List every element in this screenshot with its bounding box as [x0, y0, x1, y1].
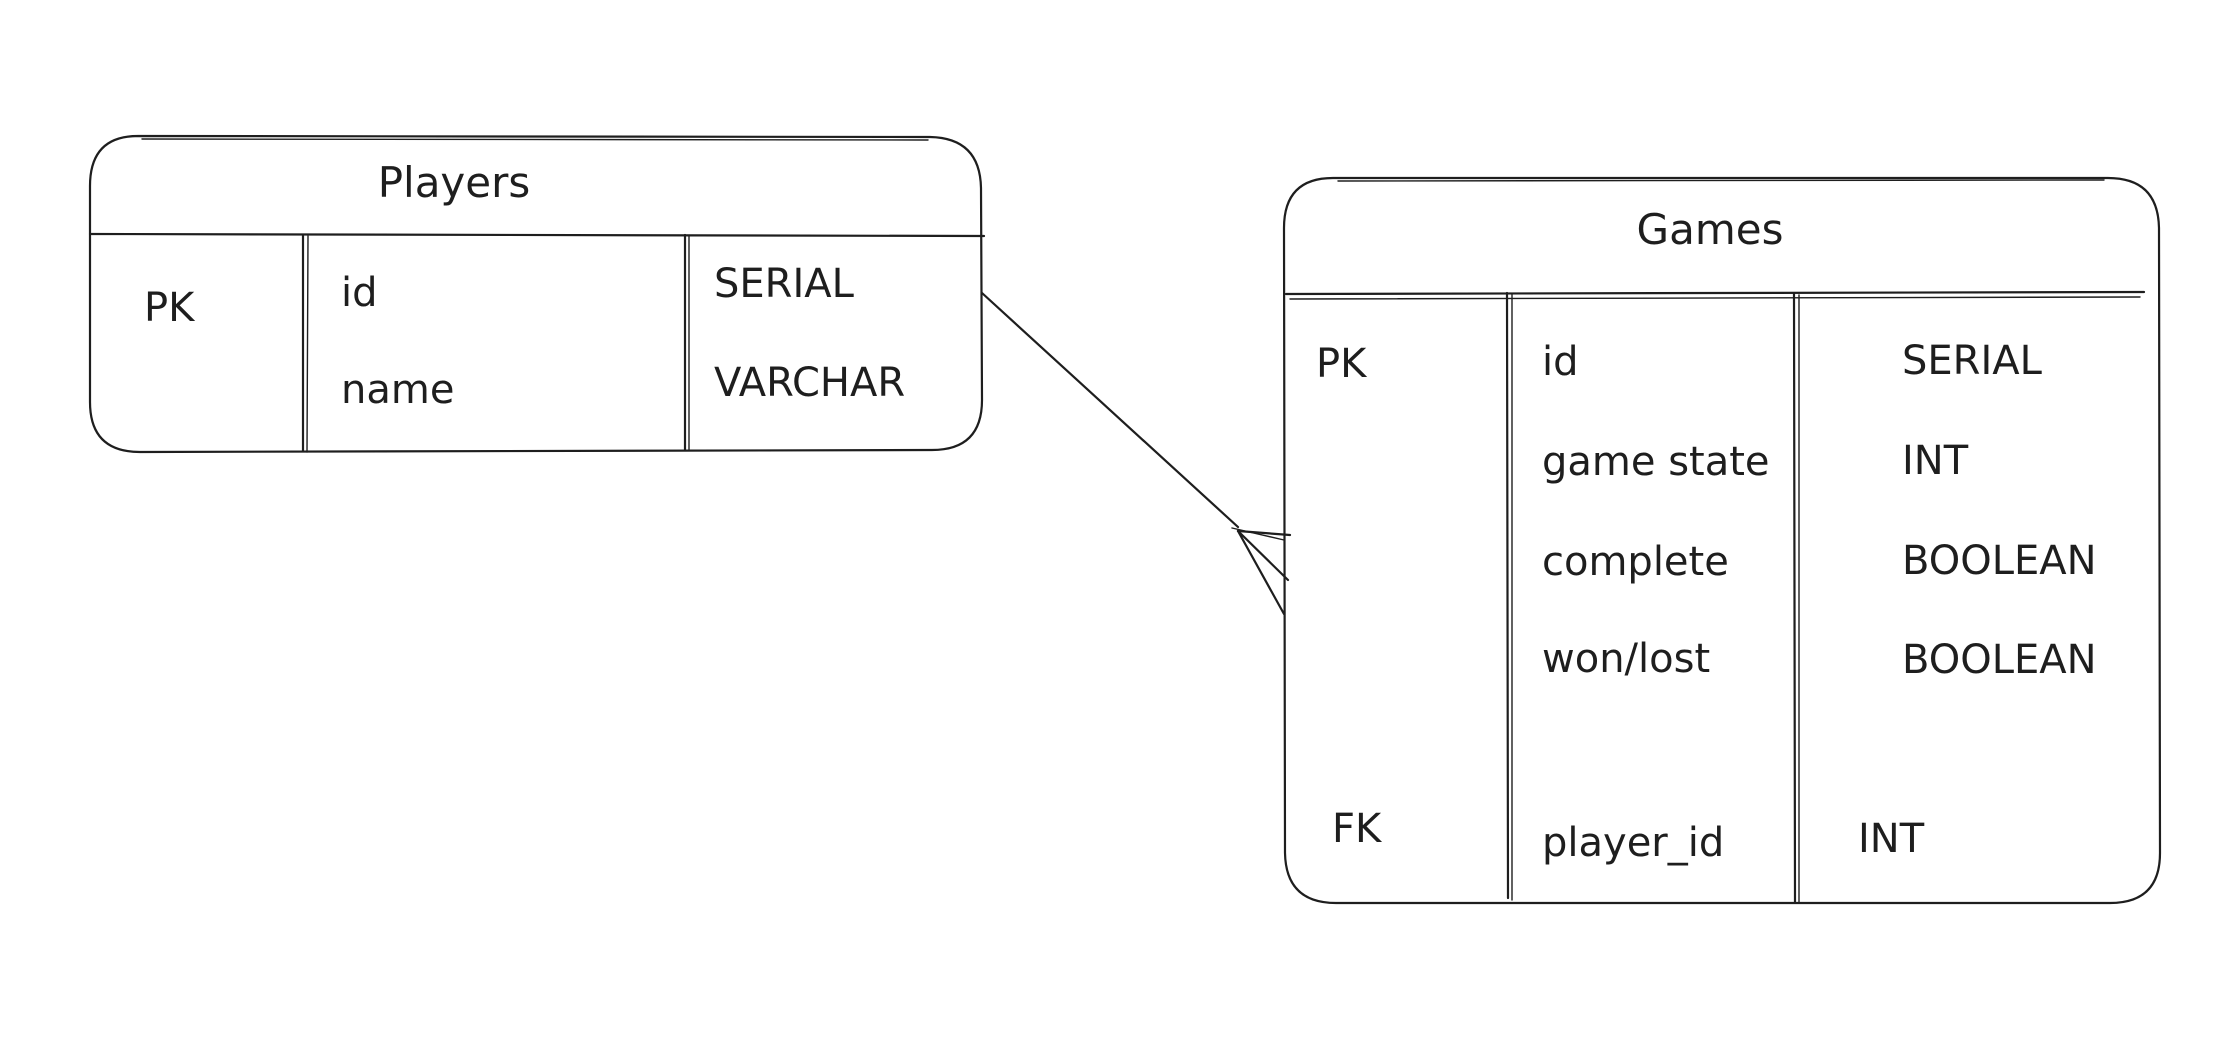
crows-foot-mid: [1236, 529, 1290, 582]
players-field-name: name: [341, 367, 454, 413]
games-header-divider: [1284, 290, 2146, 296]
players-title: Players: [378, 158, 531, 207]
games-field-id: id: [1542, 339, 1579, 385]
games-field-player-id: player_id: [1542, 820, 1724, 866]
games-type-game-state: INT: [1902, 438, 1969, 484]
games-field-complete: complete: [1542, 539, 1729, 585]
players-table-border: [88, 134, 984, 454]
games-type-won-lost: BOOLEAN: [1902, 637, 2097, 683]
games-column-divider-1: [1505, 291, 1510, 900]
games-column-divider-2: [1792, 292, 1797, 904]
players-type-name: VARCHAR: [714, 360, 905, 406]
games-type-player-id: INT: [1858, 816, 1925, 862]
players-column-divider-1b: [306, 235, 309, 453]
players-table-border-sketch: [141, 138, 929, 141]
games-fk-label: FK: [1332, 806, 1383, 852]
games-header-divider-b: [1289, 296, 2141, 300]
crows-foot-bottom: [1236, 529, 1286, 616]
players-pk-label: PK: [144, 285, 196, 331]
players-games-relationship[interactable]: [980, 291, 1292, 616]
games-type-complete: BOOLEAN: [1902, 538, 2097, 584]
games-field-game-state: game state: [1542, 439, 1770, 485]
players-field-id: id: [341, 270, 378, 316]
games-table[interactable]: Games PK FK id game state complete won/l…: [1282, 176, 2162, 905]
players-header-divider: [88, 232, 986, 238]
games-table-border-sketch: [1337, 179, 2105, 182]
games-field-won-lost: won/lost: [1542, 636, 1710, 682]
games-title: Games: [1637, 205, 1784, 254]
players-type-id: SERIAL: [714, 261, 855, 307]
crows-foot-sketch: [1231, 527, 1285, 541]
relationship-line: [980, 291, 1240, 529]
games-type-id: SERIAL: [1902, 338, 2043, 384]
games-pk-label: PK: [1316, 341, 1368, 387]
players-table[interactable]: Players PK id name SERIAL VARCHAR: [88, 134, 986, 454]
games-table-border: [1282, 176, 2162, 905]
